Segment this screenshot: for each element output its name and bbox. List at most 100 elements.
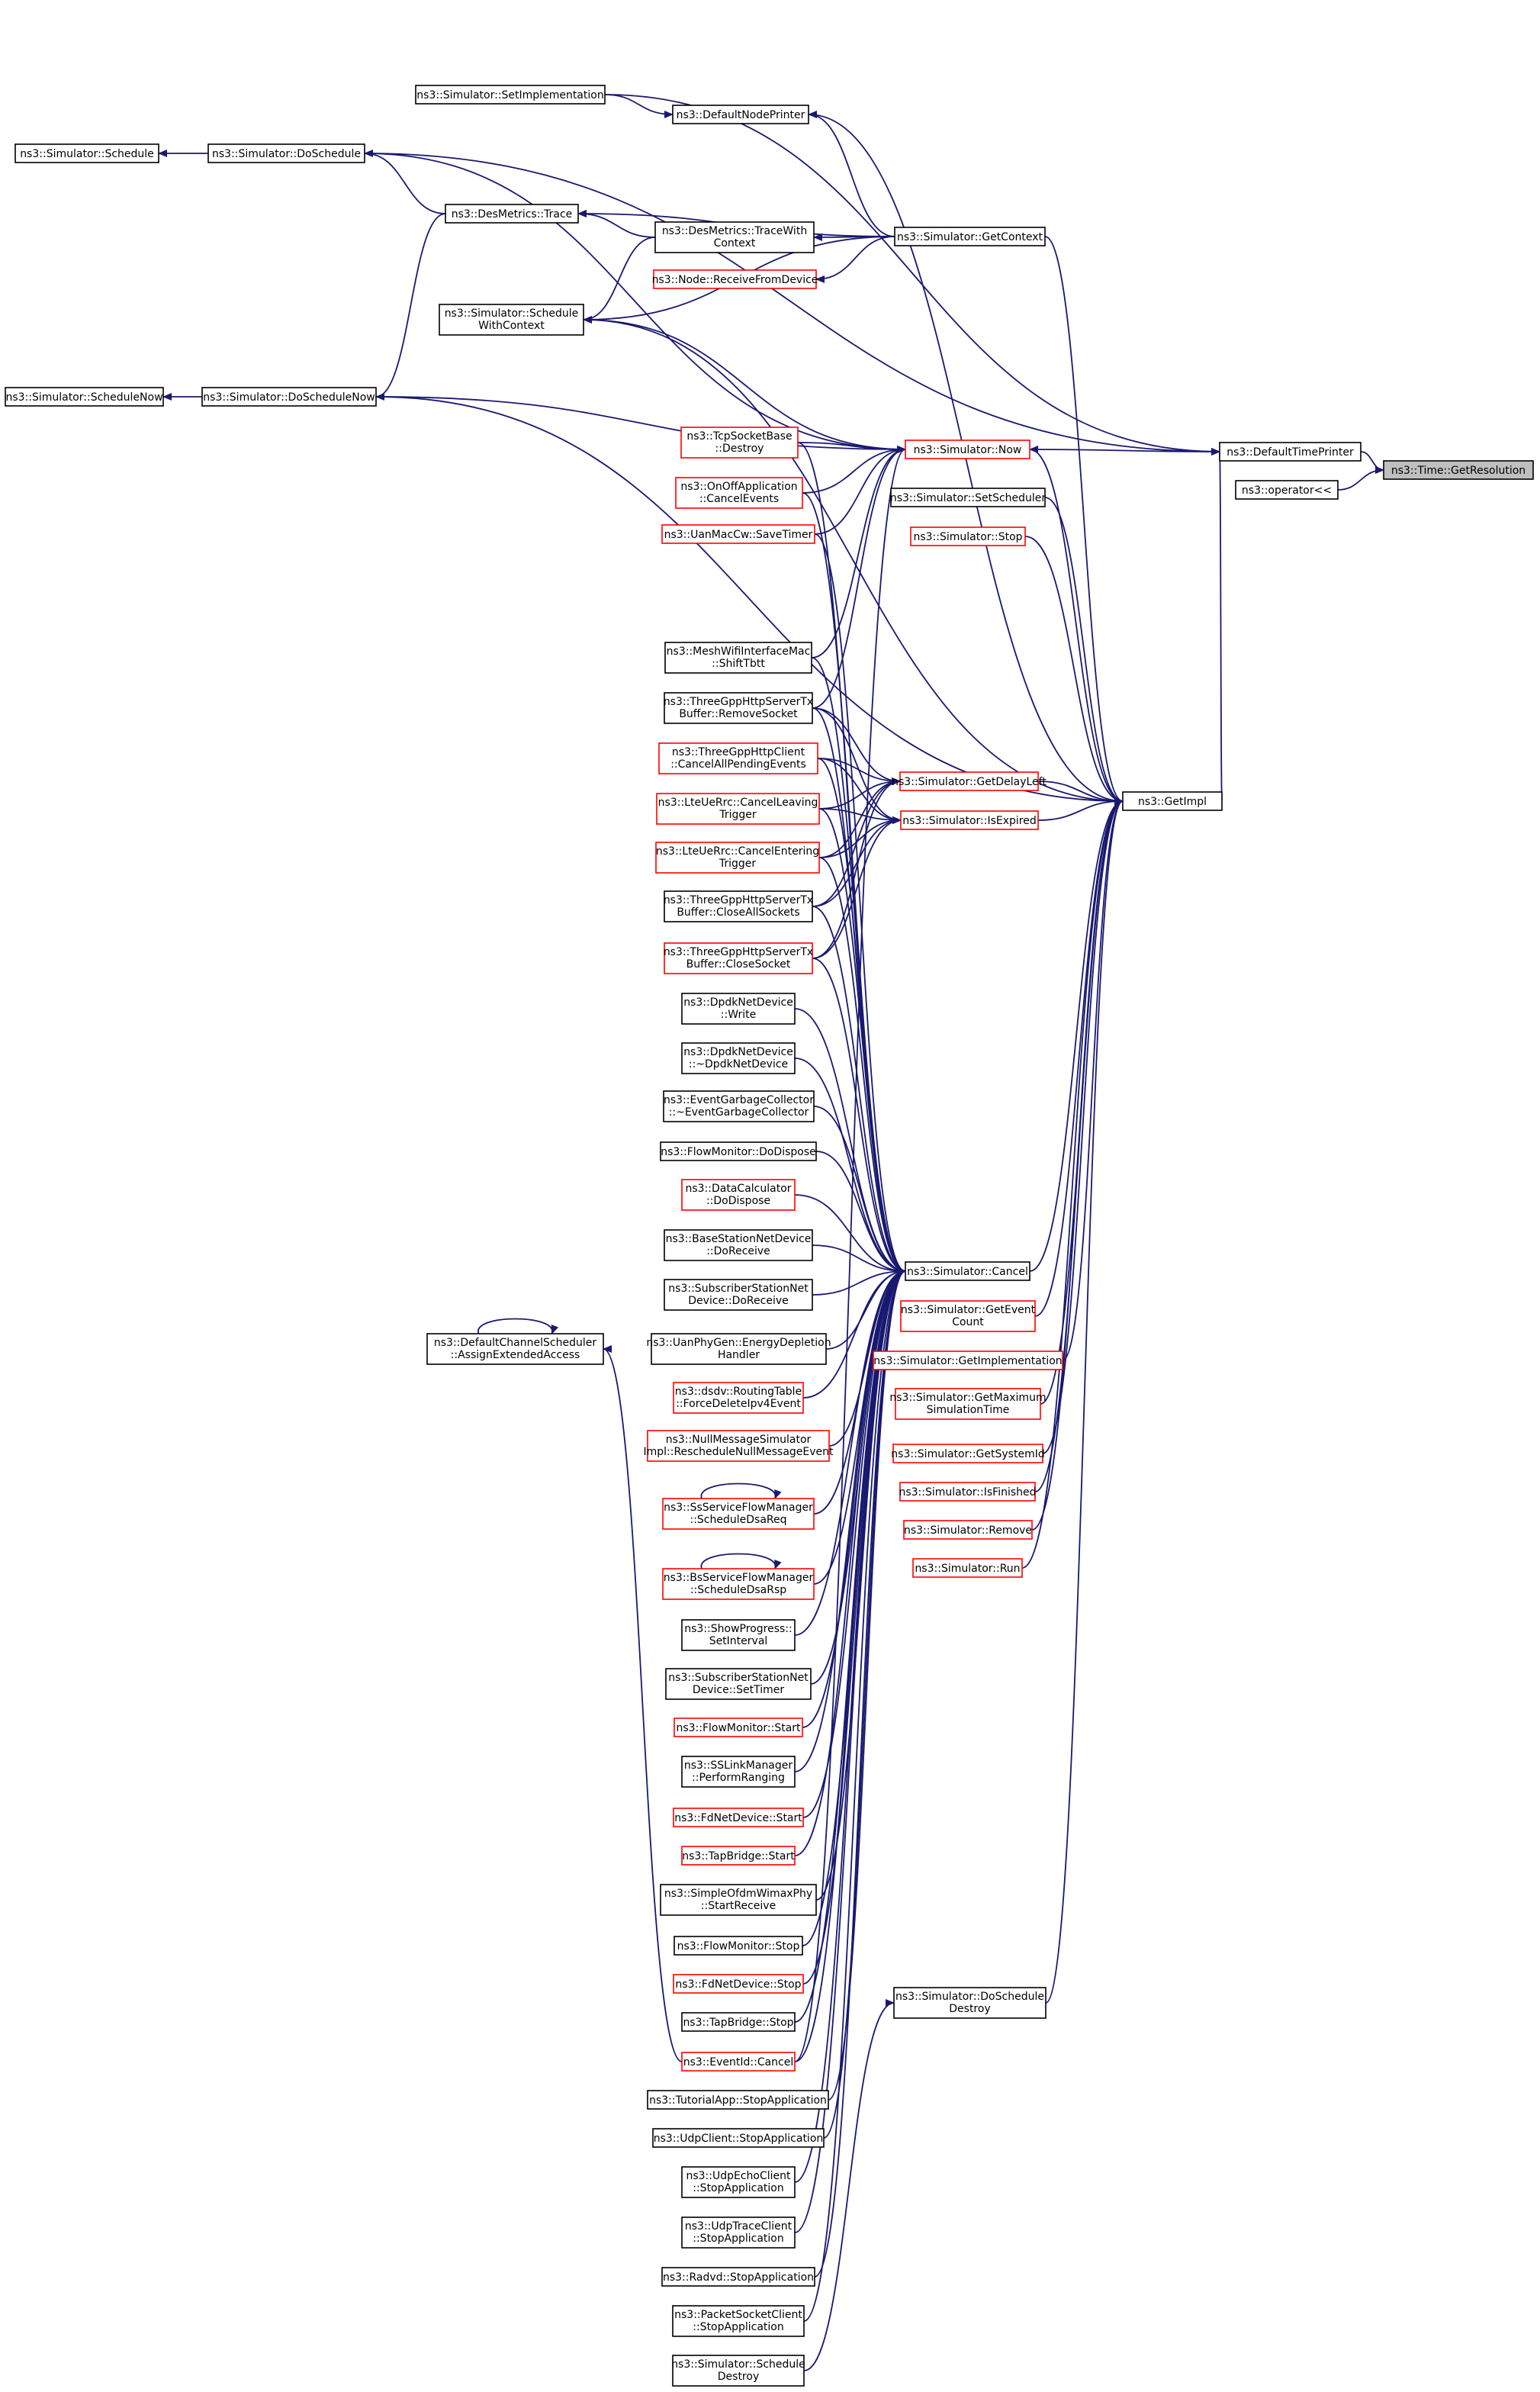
node-utcs[interactable]: ns3::UdpTraceClient::StopApplication [681,2217,796,2249]
node-box [672,2355,805,2387]
node-box [675,477,803,509]
node-opl[interactable]: ns3::operator<< [1235,480,1339,500]
edge-gctx-to-dnp [808,111,895,237]
node-gdl[interactable]: ns3::Simulator::GetDelayLeft [892,771,1046,791]
node-now[interactable]: ns3::Simulator::Now [905,439,1030,459]
node-run[interactable]: ns3::Simulator::Run [912,1558,1023,1578]
node-eidc[interactable]: ns3::EventId::Cancel [681,2052,796,2072]
node-stop[interactable]: ns3::Simulator::Stop [910,526,1026,546]
node-tgcp[interactable]: ns3::ThreeGppHttpClient::CancelAllPendin… [658,742,818,774]
edge-tbs-to-cancel [794,1267,906,1856]
edge-tgcs-to-gdl [812,777,901,959]
node-label: ns3::SSLinkManager [684,1759,793,1772]
edge-egc-to-cancel [813,1106,906,1275]
node-dosch[interactable]: ns3::Simulator::DoSchedule [207,143,365,163]
node-nms[interactable]: ns3::NullMessageSimulatorImpl::Reschedul… [643,1430,834,1462]
node-dpd[interactable]: ns3::DpdkNetDevice::~DpdkNetDevice [681,1042,796,1074]
node-gsid[interactable]: ns3::Simulator::GetSystemId [891,1444,1045,1463]
node-dsnow[interactable]: ns3::Simulator::DoScheduleNow [201,387,377,407]
node-fds[interactable]: ns3::FdNetDevice::Start [673,1808,804,1827]
node-label: ::StopApplication [693,2321,784,2333]
node-sch[interactable]: ns3::Simulator::Schedule [14,143,159,163]
node-label: ns3::UdpEchoClient [686,2170,791,2182]
node-dtp[interactable]: ns3::DefaultTimePrinter [1219,442,1362,462]
node-tgca[interactable]: ns3::ThreeGppHttpServerTxBuffer::CloseAl… [664,890,813,922]
node-sslm[interactable]: ns3::SSLinkManager::PerformRanging [681,1756,796,1788]
node-dsdv[interactable]: ns3::dsdv::RoutingTable::ForceDeleteIpv4… [673,1382,804,1414]
node-gctx[interactable]: ns3::Simulator::GetContext [894,227,1046,246]
node-label: ns3::Simulator::GetContext [897,231,1043,243]
node-isfin[interactable]: ns3::Simulator::IsFinished [899,1482,1037,1502]
node-ssdr[interactable]: ns3::SubscriberStationNetDevice::DoRecei… [664,1279,813,1311]
node-ssst[interactable]: ns3::SubscriberStationNetDevice::SetTime… [665,1668,812,1700]
node-fms[interactable]: ns3::FlowMonitor::Start [674,1718,803,1737]
node-box [912,1558,1023,1578]
node-box [662,1498,815,1530]
edge-lcet-to-gdl [818,777,901,858]
node-mwst[interactable]: ns3::MeshWifiInterfaceMac::ShiftTbtt [664,642,812,674]
node-tgrs[interactable]: ns3::ThreeGppHttpServerTxBuffer::RemoveS… [664,692,813,724]
node-tbst[interactable]: ns3::TapBridge::Stop [681,2012,796,2032]
edge-gctx-to-gimpl [1044,236,1124,805]
node-pscs[interactable]: ns3::PacketSocketClient::StopApplication [672,2305,805,2337]
node-dcs[interactable]: ns3::DefaultChannelScheduler::AssignExte… [426,1333,604,1365]
node-cancel[interactable]: ns3::Simulator::Cancel [905,1261,1030,1281]
node-tcpd[interactable]: ns3::TcpSocketBase::Destroy [680,427,799,459]
node-snow[interactable]: ns3::Simulator::ScheduleNow [5,387,164,407]
node-dpw[interactable]: ns3::DpdkNetDevice::Write [681,993,796,1025]
edge-isexp-to-gimpl [1037,797,1124,821]
node-dcdd[interactable]: ns3::DataCalculator::DoDispose [681,1179,796,1211]
node-label: ns3::PacketSocketClient [674,2309,802,2321]
node-ssch[interactable]: ns3::Simulator::SetScheduler [890,488,1046,507]
node-rem[interactable]: ns3::Simulator::Remove [903,1520,1033,1540]
node-box [651,1333,827,1365]
node-box [662,1568,815,1600]
node-gim[interactable]: ns3::Simulator::GetImplementation [873,1351,1063,1370]
node-tbs[interactable]: ns3::TapBridge::Start [681,1846,796,1866]
node-fmst[interactable]: ns3::FlowMonitor::Stop [674,1936,803,1956]
node-label: ns3::GetImpl [1138,796,1207,808]
node-gimpl[interactable]: ns3::GetImpl [1122,791,1223,811]
node-box [681,2052,796,2072]
node-dnp[interactable]: ns3::DefaultNodePrinter [672,105,809,124]
node-sowp[interactable]: ns3::SimpleOfdmWimaxPhy::StartReceive [660,1884,817,1916]
node-box [664,1229,813,1261]
node-label: ns3::Radvd::StopApplication [663,2271,814,2284]
node-box [445,204,579,224]
node-label: ns3::SimpleOfdmWimaxPhy [664,1888,812,1900]
node-egc[interactable]: ns3::EventGarbageCollector::~EventGarbag… [663,1090,815,1122]
node-isexp[interactable]: ns3::Simulator::IsExpired [900,810,1039,830]
node-ssfm[interactable]: ns3::SsServiceFlowManager::ScheduleDsaRe… [662,1498,815,1530]
node-box [656,793,820,825]
node-tgcs[interactable]: ns3::ThreeGppHttpServerTxBuffer::CloseSo… [664,942,813,974]
node-fdst[interactable]: ns3::FdNetDevice::Stop [673,1974,804,1994]
node-uecs[interactable]: ns3::UdpEchoClient::StopApplication [681,2166,796,2198]
node-ooce[interactable]: ns3::OnOffApplication::CancelEvents [675,477,803,509]
node-bsdr[interactable]: ns3::BaseStationNetDevice::DoReceive [664,1229,813,1261]
node-nrd[interactable]: ns3::Node::ReceiveFromDevice [652,269,818,289]
node-gr[interactable]: ns3::Time::GetResolution [1383,460,1534,480]
node-label: ns3::EventGarbageCollector [664,1094,814,1106]
node-box [5,387,164,407]
edge-swc-to-now [583,319,906,453]
node-bsfm[interactable]: ns3::BsServiceFlowManager::ScheduleDsaRs… [662,1568,815,1600]
node-tasa[interactable]: ns3::TutorialApp::StopApplication [647,2090,829,2110]
node-umcw[interactable]: ns3::UanMacCw::SaveTimer [661,524,815,544]
edge-mwst-to-now [811,446,906,658]
node-dmt[interactable]: ns3::DesMetrics::Trace [445,204,579,224]
node-simpl[interactable]: ns3::Simulator::SetImplementation [415,85,606,105]
node-ucsa[interactable]: ns3::UdpClient::StopApplication [652,2128,825,2148]
node-label: ns3::Simulator::Now [914,444,1022,456]
node-spsi[interactable]: ns3::ShowProgress::SetInterval [681,1619,796,1651]
node-fmdd[interactable]: ns3::FlowMonitor::DoDispose [660,1141,817,1161]
node-rvsa[interactable]: ns3::Radvd::StopApplication [661,2267,815,2287]
